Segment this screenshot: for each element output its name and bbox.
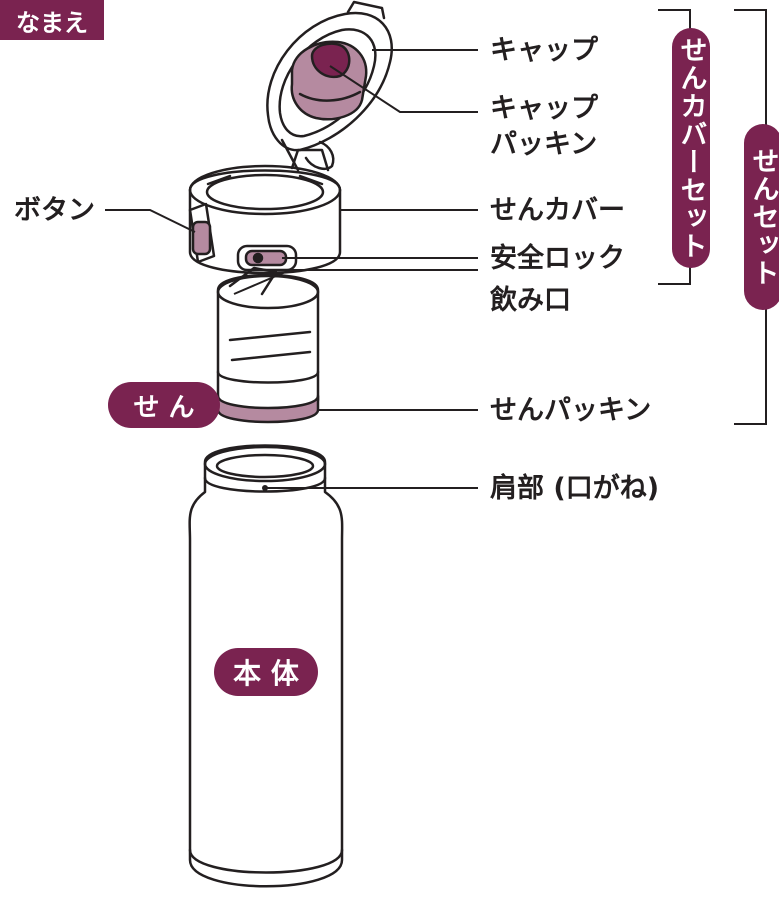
label-stopper-cover: せんカバー <box>490 195 625 226</box>
label-spout: 飲み口 <box>490 285 571 316</box>
page-title-text: なまえ <box>16 8 88 37</box>
leader-spout <box>233 269 478 295</box>
group-stopper-cover-set: せんカバーセット <box>672 28 710 268</box>
safety-lock-drawing <box>236 244 298 272</box>
label-cap-packing-line2: パッキン <box>490 129 598 160</box>
group-stopper-set: せんセット <box>744 124 779 310</box>
label-safety-lock: 安全ロック <box>490 243 625 274</box>
leader-cap-packing <box>329 65 478 113</box>
shoulder-dot <box>262 485 268 491</box>
badge-stopper: せ ん <box>108 382 220 428</box>
cap-packing-drawing <box>290 40 368 121</box>
spout-drawing <box>216 266 320 415</box>
leader-lines <box>105 49 478 489</box>
page-title: なまえ <box>0 0 104 40</box>
badge-stopper-text: せ ん <box>133 392 195 423</box>
label-button: ボタン <box>14 195 95 226</box>
label-cap: キャップ <box>490 35 598 66</box>
badge-body-text: 本 体 <box>233 657 299 690</box>
button-drawing <box>188 202 216 264</box>
badge-body: 本 体 <box>214 648 318 696</box>
stopper-cover-drawing <box>188 148 342 275</box>
leader-button <box>105 209 196 233</box>
label-stopper-packing: せんパッキン <box>490 395 652 426</box>
label-shoulder: 肩部 (口がね) <box>490 473 660 504</box>
label-cap-packing-line1: キャップ <box>490 93 598 124</box>
